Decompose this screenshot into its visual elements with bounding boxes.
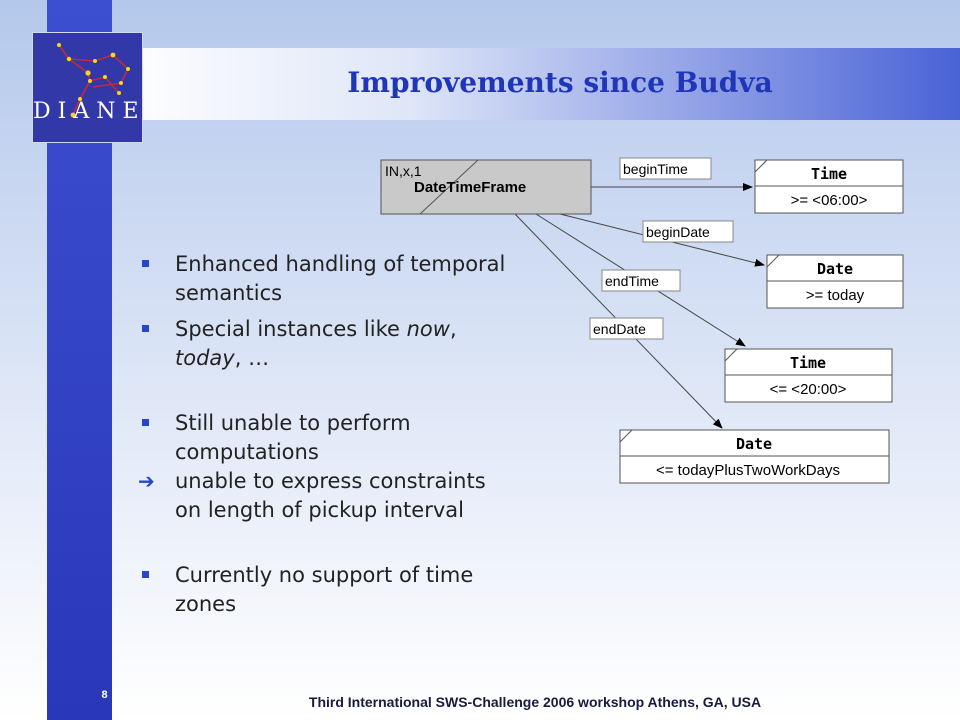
target-node-date-end: Date <= todayPlusTwoWorkDays [619, 429, 890, 484]
square-bullet-icon [142, 571, 149, 578]
edge-label-text: endDate [593, 321, 646, 337]
bullet-item: ➔ unable to express constraints on lengt… [138, 467, 518, 525]
edge-label: endTime [601, 269, 681, 292]
source-name: DateTimeFrame [414, 179, 526, 196]
source-tag: IN,x,1 [385, 163, 422, 179]
bullet-text: Enhanced handling of temporal semantics [175, 252, 506, 305]
source-node: IN,x,1 DateTimeFrame [380, 159, 592, 215]
right-arrow-icon: ➔ [138, 469, 155, 493]
target-constraint: >= today [806, 287, 865, 304]
target-type: Time [811, 165, 847, 183]
edge-label: beginDate [642, 220, 734, 243]
edge-label-text: endTime [605, 273, 659, 289]
diane-logo: DIANE [32, 32, 143, 143]
target-node-time-end: Time <= <20:00> [724, 348, 893, 403]
bullet-text: , [449, 317, 457, 341]
target-constraint: <= todayPlusTwoWorkDays [656, 462, 840, 479]
edge-label: beginTime [619, 157, 712, 180]
square-bullet-icon [142, 325, 149, 332]
bullet-item: Still unable to perform computations [138, 409, 518, 467]
square-bullet-icon [142, 260, 149, 267]
bullet-emphasis: now [406, 317, 450, 341]
target-type: Time [790, 354, 826, 372]
bullet-item: Currently no support of time zones [138, 561, 518, 619]
edge-label: endDate [589, 317, 664, 340]
target-constraint: <= <20:00> [770, 381, 847, 398]
bullet-text: , … [234, 346, 270, 370]
target-type: Date [817, 260, 853, 278]
target-constraint: >= <06:00> [791, 192, 868, 209]
square-bullet-icon [142, 419, 149, 426]
bullet-text: unable to express constraints on length … [175, 469, 486, 522]
bullet-item: Special instances like now, today, … [138, 315, 518, 373]
page-number: 8 [101, 689, 108, 701]
bullet-text: Currently no support of time zones [175, 563, 474, 616]
bullet-text: Special instances like [175, 317, 407, 341]
target-node-date-start: Date >= today [766, 254, 904, 309]
target-type: Date [736, 435, 772, 453]
edge-label-text: beginDate [646, 224, 710, 240]
target-node-time-start: Time >= <06:00> [754, 159, 904, 214]
title-band [112, 48, 960, 120]
bullet-list: Enhanced handling of temporal semantics … [138, 250, 518, 619]
bullet-emphasis: today [175, 346, 235, 370]
slide-title: Improvements since Budva [347, 66, 773, 99]
constellation-icon [57, 43, 130, 118]
edge-label-text: beginTime [623, 161, 688, 177]
bullet-text: Still unable to perform computations [175, 411, 411, 464]
footer-text: Third International SWS-Challenge 2006 w… [308, 694, 762, 710]
logo-text: DIANE [33, 99, 146, 124]
bullet-item: Enhanced handling of temporal semantics [138, 250, 518, 308]
